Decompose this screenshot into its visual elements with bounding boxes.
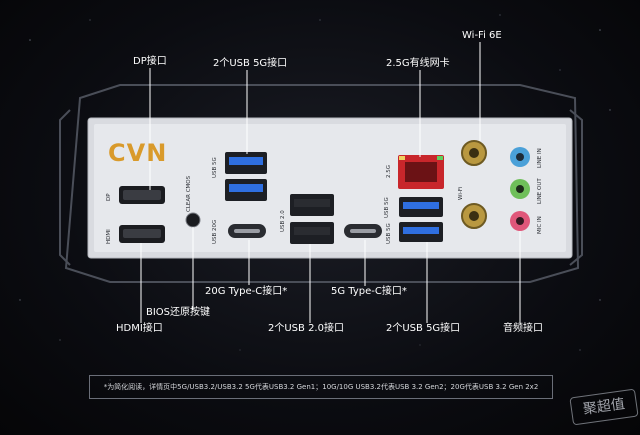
io-shield-inner (94, 124, 566, 252)
usb20-pair (290, 194, 334, 244)
usb5g-pair-left (225, 152, 267, 201)
outer-frame (59, 84, 583, 283)
footnote-box: *为简化阅读，详情页中5G/USB3.2/USB3.2 5G代表USB3.2 G… (89, 375, 553, 399)
callout-typec5: 5G Type-C接口* (331, 286, 407, 297)
silk-mic-in: MIC IN (537, 216, 543, 234)
usb5g-typec-port (344, 224, 382, 238)
silk-usb20: USB 2.0 (280, 210, 286, 232)
silk-wifi: Wi-Fi (458, 186, 464, 200)
silk-usb5g-c: USB 5G (384, 197, 390, 218)
lan-port (398, 155, 444, 189)
dp-port (119, 186, 165, 204)
silk-line-out: LINE OUT (537, 178, 543, 204)
star-field (19, 14, 611, 381)
silk-dp: DP (106, 193, 112, 201)
cvn-logo: CVN (108, 139, 168, 167)
hdmi-port (119, 225, 165, 243)
callout-audio: 音频接口 (503, 323, 543, 334)
audio-jacks (510, 147, 530, 231)
callout-hdmi: HDMI接口 (116, 323, 163, 334)
silk-clear-cmos: CLEAR CMOS (186, 175, 192, 212)
silk-line-in: LINE IN (537, 148, 543, 168)
callout-bios: BIOS还原按键 (146, 307, 211, 318)
callout-lines (140, 42, 521, 323)
callout-usb5g-bottom: 2个USB 5G接口 (386, 323, 461, 334)
wifi-antenna-connectors (461, 140, 487, 229)
silk-lan: 2.5G (386, 164, 392, 178)
silk-hdmi: HDMI (106, 229, 112, 244)
callout-usb5g-top: 2个USB 5G接口 (213, 58, 288, 69)
silk-usb20g: USB 20G (212, 219, 218, 244)
callout-dp: DP接口 (133, 56, 167, 67)
clear-cmos-button (185, 212, 201, 228)
usb5g-pair-right (399, 197, 443, 242)
callout-lan: 2.5G有线网卡 (386, 58, 450, 69)
callout-wifi: Wi-Fi 6E (462, 30, 502, 41)
callout-typec20: 20G Type-C接口* (205, 286, 288, 297)
silk-usb5g-right: USB 5G (386, 223, 392, 244)
callout-usb20: 2个USB 2.0接口 (268, 323, 344, 334)
silk-usb5g: USB 5G (212, 157, 218, 178)
usb20g-typec-port (228, 224, 266, 238)
